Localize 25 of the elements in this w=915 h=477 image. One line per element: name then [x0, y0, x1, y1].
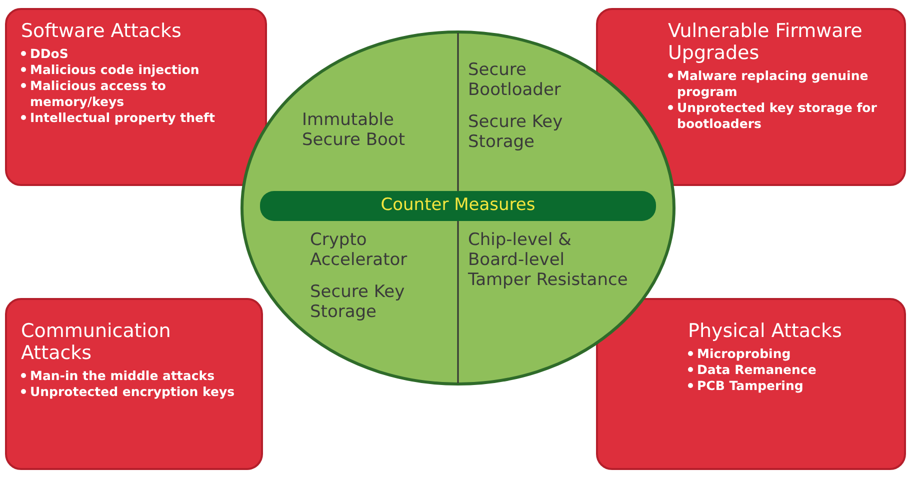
measure-text: Immutable Secure Boot: [302, 110, 406, 150]
bullet-item: PCB Tampering: [697, 378, 804, 394]
bullet-item: Unprotected key storage for bootloaders: [677, 100, 878, 132]
card-heading: Physical Attacks: [688, 320, 843, 342]
measure-text: Secure Key Storage: [310, 282, 406, 322]
bullet-item: DDoS: [30, 46, 68, 62]
card-heading: Communication Attacks: [21, 320, 172, 364]
threat-card: [596, 298, 906, 470]
bullet-item: Man-in the middle attacks: [30, 368, 215, 384]
bullet-item: Malicious access to memory/keys: [30, 78, 167, 110]
measure-text: Crypto Accelerator: [310, 230, 408, 270]
bullet-item: Data Remanence: [697, 362, 816, 378]
card-heading: Software Attacks: [21, 20, 182, 42]
counter-measures-band: Counter Measures: [260, 191, 656, 221]
measure-text: Secure Bootloader: [468, 60, 562, 100]
threat-card: [5, 298, 263, 470]
bullet-item: Malicious code injection: [30, 62, 200, 78]
bullet-item: Intellectual property theft: [30, 110, 215, 126]
bullet-item: Microprobing: [697, 346, 791, 362]
bullet-item: Unprotected encryption keys: [30, 384, 235, 400]
threat-card: [5, 8, 267, 186]
bullet-item: Malware replacing genuine program: [677, 68, 870, 100]
measure-text: Chip-level & Board-level Tamper Resistance: [468, 230, 628, 290]
card-heading: Vulnerable Firmware Upgrades: [668, 20, 864, 64]
measure-text: Secure Key Storage: [468, 112, 564, 152]
